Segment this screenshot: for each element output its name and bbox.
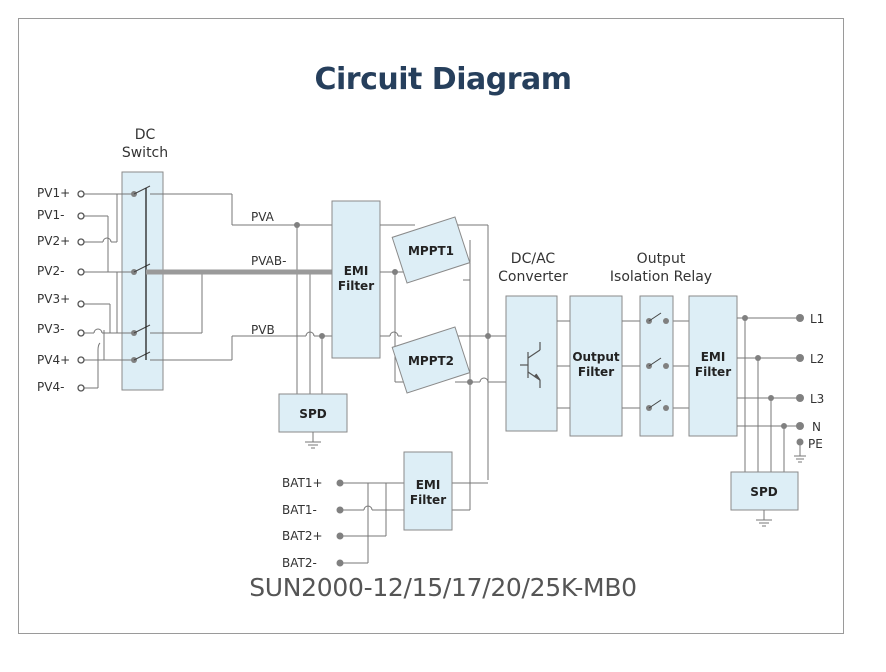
emi-filter-battery-label-line1: EMI	[416, 478, 441, 492]
pv-terminals	[77, 190, 85, 392]
emi-filter-battery-label-line2: Filter	[410, 493, 446, 507]
ac-output-label: L3	[810, 392, 824, 406]
mppt1-block	[391, 216, 471, 284]
ground-icon	[756, 510, 772, 527]
pv-input-label: PV3+	[37, 292, 70, 306]
battery-input-label: BAT1-	[282, 503, 317, 517]
relay-contacts	[646, 312, 669, 411]
bus-label-pvb: PVB	[251, 323, 275, 337]
pvab-bus-thick	[146, 269, 332, 275]
battery-wiring	[343, 482, 488, 564]
spd-dc-block	[278, 393, 348, 433]
mppt1-label: MPPT1	[408, 244, 454, 258]
pv-input-label: PV4-	[37, 380, 64, 394]
relay-label-line1: Output	[637, 251, 686, 267]
output-filter-label-line2: Filter	[578, 365, 614, 379]
ac-output-junctions	[742, 315, 787, 429]
emi-filter-dc-label-line1: EMI	[344, 264, 369, 278]
pv-wiring	[84, 193, 134, 389]
diagram-title: Circuit Diagram	[314, 62, 572, 97]
emi-filter-ac-label-line2: Filter	[695, 365, 731, 379]
battery-input-group: BAT1+ BAT1- BAT2+ BAT2-	[282, 476, 323, 570]
ground-icon	[305, 432, 321, 449]
ac-output-terminals	[796, 314, 804, 446]
output-filter-block	[569, 295, 623, 437]
model-number: SUN2000-12/15/17/20/25K-MB0	[249, 573, 637, 602]
pv-input-label: PV1+	[37, 186, 70, 200]
dc-switch-label-line1: DC	[135, 127, 156, 143]
ac-output-wiring	[737, 317, 806, 472]
battery-terminals	[336, 479, 344, 567]
diagram-frame	[18, 18, 844, 634]
pv-input-label: PV1-	[37, 208, 64, 222]
output-filter-label-line1: Output	[572, 350, 620, 364]
emi-filter-ac-label-line1: EMI	[701, 350, 726, 364]
mppt2-block	[391, 326, 471, 394]
dc-bus-wiring	[150, 193, 332, 394]
emi-filter-battery-block	[403, 451, 453, 531]
ac-output-label: L2	[810, 352, 824, 366]
pv-input-label: PV3-	[37, 322, 64, 336]
mppt2-label: MPPT2	[408, 354, 454, 368]
igbt-icon	[520, 342, 541, 388]
pv-input-label: PV2+	[37, 234, 70, 248]
ac-wiring	[557, 320, 689, 409]
spd-ac-label: SPD	[750, 485, 777, 499]
emi-mppt-wiring	[380, 224, 506, 510]
pv-input-group: PV1+ PV1- PV2+ PV2- PV3+ PV3- PV4+ PV4-	[37, 186, 70, 394]
ac-output-label: L1	[810, 312, 824, 326]
dc-switch-label-line2: Switch	[122, 145, 168, 161]
pv-input-label: PV2-	[37, 264, 64, 278]
dc-switch-block	[121, 171, 164, 391]
ac-output-label: N	[812, 420, 821, 434]
dcac-converter-block	[505, 295, 558, 432]
emi-filter-dc-block	[331, 200, 381, 359]
spd-dc-label: SPD	[299, 407, 326, 421]
ac-output-label: PE	[808, 437, 823, 451]
dcac-label-line2: Converter	[498, 269, 568, 285]
spd-ac-block	[730, 471, 799, 511]
relay-label-line2: Isolation Relay	[610, 269, 712, 285]
emi-filter-dc-label-line2: Filter	[338, 279, 374, 293]
bus-label-pva: PVA	[251, 210, 275, 224]
battery-input-label: BAT2-	[282, 556, 317, 570]
battery-input-label: BAT1+	[282, 476, 323, 490]
emi-filter-ac-block	[688, 295, 738, 437]
battery-input-label: BAT2+	[282, 529, 323, 543]
pv-input-label: PV4+	[37, 353, 70, 367]
dcac-label-line1: DC/AC	[511, 251, 556, 267]
bus-label-pvab: PVAB-	[251, 254, 286, 268]
